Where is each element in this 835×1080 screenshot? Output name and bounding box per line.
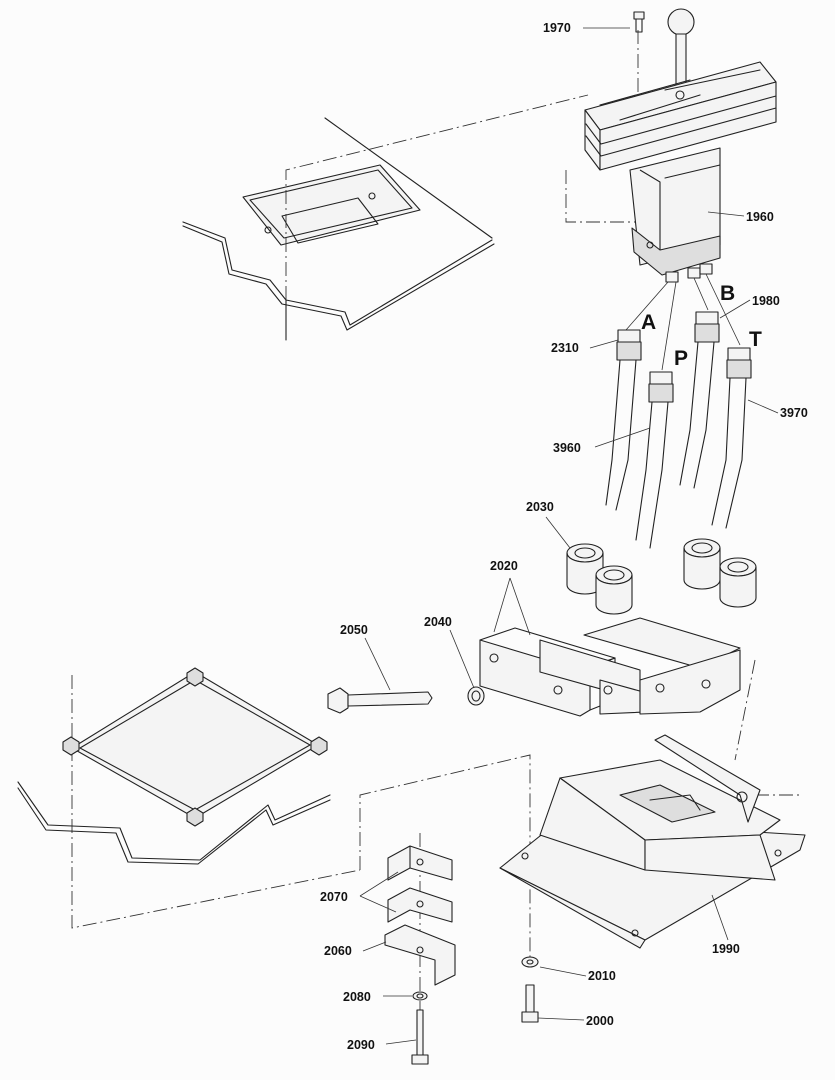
- bolt-2000: [521, 984, 539, 1023]
- port-t-label: T: [749, 328, 762, 351]
- hose-p: [635, 371, 674, 549]
- label-2090: 2090: [347, 1038, 375, 1052]
- label-2070: 2070: [320, 890, 348, 904]
- label-2060: 2060: [324, 944, 352, 958]
- washer-2080: [412, 991, 428, 1001]
- part-labels: 1970 1960 1980 2310 3960 3970 2030 2020 …: [320, 21, 808, 1052]
- port-labels: A B P T: [641, 282, 762, 370]
- grommets-2030: [566, 538, 757, 615]
- bolt-2050: [327, 687, 433, 714]
- label-2310: 2310: [551, 341, 579, 355]
- clamp-blocks-2020: [479, 617, 741, 717]
- mount-housing-1990: [499, 734, 806, 949]
- port-a-label: A: [641, 311, 656, 334]
- joystick-knob: [667, 8, 695, 36]
- label-2040: 2040: [424, 615, 452, 629]
- hose-b: [679, 311, 720, 489]
- label-1970: 1970: [543, 21, 571, 35]
- label-3970: 3970: [780, 406, 808, 420]
- washer-2010: [521, 956, 539, 968]
- clamp-halves-2070: [387, 845, 453, 923]
- label-1990: 1990: [712, 942, 740, 956]
- bolt-1970: [633, 11, 645, 33]
- label-2050: 2050: [340, 623, 368, 637]
- port-p-label: P: [674, 347, 688, 370]
- label-2010: 2010: [588, 969, 616, 983]
- label-3960: 3960: [553, 441, 581, 455]
- label-2000: 2000: [586, 1014, 614, 1028]
- label-2020: 2020: [490, 559, 518, 573]
- hoses: [605, 273, 752, 549]
- bolt-2090: [411, 1009, 429, 1065]
- label-2080: 2080: [343, 990, 371, 1004]
- label-2030: 2030: [526, 500, 554, 514]
- plate-nuts: [62, 667, 328, 827]
- hose-a: [605, 329, 642, 511]
- hose-t: [711, 347, 752, 529]
- lower-floor-plate: [17, 667, 331, 865]
- leader-lines: [359, 27, 779, 1045]
- alignment-lines: [71, 30, 800, 1020]
- washer-2040: [467, 686, 485, 706]
- port-b-label: B: [720, 282, 735, 305]
- bracket-2060: [384, 924, 456, 986]
- label-1960: 1960: [746, 210, 774, 224]
- upper-floor-panel: [182, 117, 495, 341]
- label-1980: 1980: [752, 294, 780, 308]
- joystick-valve-1960: [584, 8, 777, 283]
